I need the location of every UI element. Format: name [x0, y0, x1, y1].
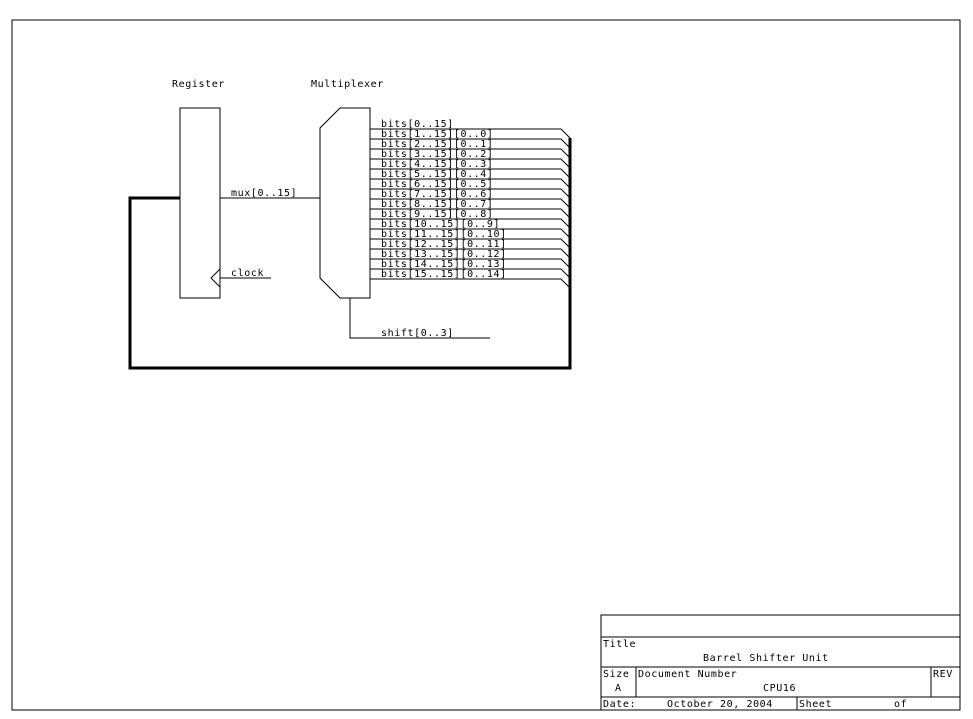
bits-net-label: bits[5..15][0..4] — [381, 169, 494, 180]
of-label: of — [894, 699, 907, 710]
bits-wire[interactable] — [370, 208, 571, 219]
bits-wire[interactable] — [370, 248, 571, 259]
bits-wire[interactable] — [370, 268, 571, 279]
date-label: Date: — [603, 699, 636, 710]
sheet-border — [11, 19, 961, 711]
multiplexer-block[interactable] — [319, 107, 371, 299]
bits-net-label: bits[11..15][0..10] — [381, 229, 507, 240]
bits-net-label: bits[13..15][0..12] — [381, 249, 507, 260]
bits-net-label: bits[3..15][0..2] — [381, 149, 494, 160]
title-value: Barrel Shifter Unit — [703, 653, 829, 664]
document-number-label: Document Number — [638, 669, 737, 680]
register-block[interactable] — [179, 107, 221, 299]
sheet-label: Sheet — [799, 699, 832, 710]
bits-net-label: bits[12..15][0..11] — [381, 239, 507, 250]
shift-wire[interactable] — [349, 298, 490, 339]
bits-net-label: bits[7..15][0..6] — [381, 189, 494, 200]
bits-wire[interactable] — [370, 198, 571, 209]
bits-wire[interactable] — [370, 148, 571, 159]
bits-net-label: bits[0..15] — [381, 119, 454, 130]
bits-wire[interactable] — [370, 168, 571, 179]
feedback-bus[interactable] — [128, 138, 572, 370]
bits-wire[interactable] — [370, 228, 571, 239]
bits-net-label: bits[8..15][0..7] — [381, 199, 494, 210]
size-value: A — [615, 683, 622, 694]
title-label: Title — [603, 639, 636, 650]
bits-wire[interactable] — [370, 258, 571, 269]
bits-net-label: bits[1..15][0..0] — [381, 129, 494, 140]
bits-net-label: bits[15..15][0..14] — [381, 269, 507, 280]
bits-wire[interactable] — [370, 128, 571, 139]
document-number-value: CPU16 — [763, 683, 796, 694]
shift-net-label: shift[0..3] — [381, 328, 454, 339]
clock-pin-icon — [210, 268, 221, 288]
bits-net-label: bits[6..15][0..5] — [381, 179, 494, 190]
bits-wire[interactable] — [370, 238, 571, 249]
bits-net-label: bits[2..15][0..1] — [381, 139, 494, 150]
bits-wire[interactable] — [370, 158, 571, 169]
bits-wire[interactable] — [370, 178, 571, 189]
bits-wire[interactable] — [370, 138, 571, 149]
multiplexer-label: Multiplexer — [311, 79, 384, 90]
bits-wire[interactable] — [370, 218, 571, 229]
date-value: October 20, 2004 — [667, 699, 773, 710]
bits-wire[interactable] — [370, 278, 571, 289]
bits-net-label: bits[4..15][0..3] — [381, 159, 494, 170]
clock-net-label: clock — [231, 268, 264, 279]
register-label: Register — [172, 79, 225, 90]
mux-net-label: mux[0..15] — [231, 188, 297, 199]
bits-wire[interactable] — [370, 188, 571, 199]
bits-net-label: bits[10..15][0..9] — [381, 219, 500, 230]
bits-wires: bits[0..15]bits[1..15][0..0]bits[2..15][… — [370, 119, 571, 289]
title-block: Title Barrel Shifter Unit Size A Documen… — [600, 614, 961, 711]
bits-net-label: bits[14..15][0..13] — [381, 259, 507, 270]
rev-label: REV — [933, 669, 953, 680]
size-label: Size — [603, 669, 629, 680]
bits-net-label: bits[9..15][0..8] — [381, 209, 494, 220]
